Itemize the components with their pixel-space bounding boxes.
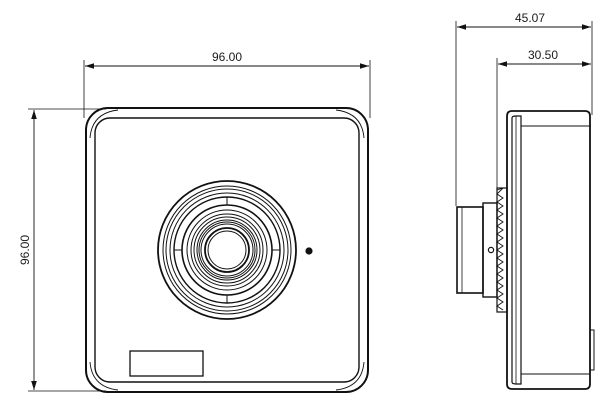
camera-side-body	[506, 110, 595, 390]
height-dimension: 96.00	[18, 108, 106, 392]
front-view: 96.00 96.00	[18, 50, 371, 393]
width-dimension-label: 96.00	[212, 50, 242, 64]
total-depth-dimension: 45.07	[455, 11, 593, 206]
label-plate	[129, 350, 204, 377]
indicator-led	[305, 247, 313, 255]
side-lens-barrel	[456, 187, 508, 313]
width-dimension: 96.00	[83, 50, 371, 118]
rear-connector	[589, 329, 595, 371]
total-depth-label: 45.07	[515, 11, 545, 25]
camera-front-body	[85, 107, 369, 393]
body-depth-label: 30.50	[528, 48, 558, 62]
lens-assembly	[157, 180, 297, 320]
side-view: 45.07 30.50	[455, 11, 595, 390]
height-dimension-label: 96.00	[18, 235, 32, 265]
body-depth-dimension: 30.50	[496, 48, 591, 190]
